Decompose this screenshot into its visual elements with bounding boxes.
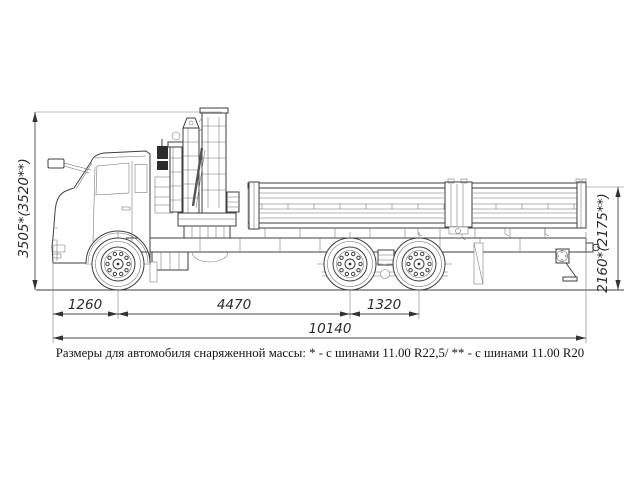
- door-window: [95, 162, 130, 196]
- rear-underrun-guard: [555, 248, 578, 282]
- air-intake-stack: [157, 146, 168, 159]
- crane-manipulator: [154, 107, 240, 239]
- flatbed-platform: [247, 178, 587, 241]
- dim-body-height: 2160*(2175**): [587, 186, 624, 293]
- wheel-arch: [87, 232, 149, 264]
- side-mirror: [47, 158, 92, 174]
- crane-jib-folded: [167, 131, 185, 213]
- dim-overall-height: 3505*(3520**): [16, 111, 222, 290]
- door-seam: [92, 161, 133, 243]
- cab: [47, 150, 151, 264]
- door-handle: [121, 206, 131, 211]
- rear-mudflap: [473, 242, 484, 285]
- bogie-spacing-label: 1320: [367, 297, 401, 313]
- front-stake-post: [248, 181, 260, 230]
- body-height-label: 2160*(2175**): [595, 193, 611, 293]
- crane-base: [177, 212, 237, 239]
- front-mudflap: [149, 261, 158, 283]
- dim-front-overhang: 1260: [53, 297, 118, 317]
- chassis-frame: [125, 237, 600, 285]
- headlight: [52, 244, 66, 253]
- boom-cylinder: [191, 147, 204, 207]
- front-overhang-label: 1260: [68, 297, 102, 313]
- dim-bogie-spacing: 1320: [350, 297, 419, 317]
- caption: Размеры для автомобиля снаряженной массы…: [56, 346, 584, 360]
- wheelbase-label: 4470: [217, 297, 251, 313]
- crane-boom-folded: [182, 117, 200, 215]
- middle-stake-post: [444, 178, 473, 235]
- dim-overall-length: 10140: [53, 321, 586, 341]
- overall-length-label: 10140: [309, 321, 352, 337]
- dim-wheelbase: 4470: [118, 297, 350, 317]
- extension-lines: [52, 232, 587, 343]
- rear-stake-post: [575, 178, 587, 229]
- rear-side-window: [134, 164, 148, 193]
- bumper: [52, 227, 58, 261]
- overall-height-label: 3505*(3520**): [16, 158, 32, 258]
